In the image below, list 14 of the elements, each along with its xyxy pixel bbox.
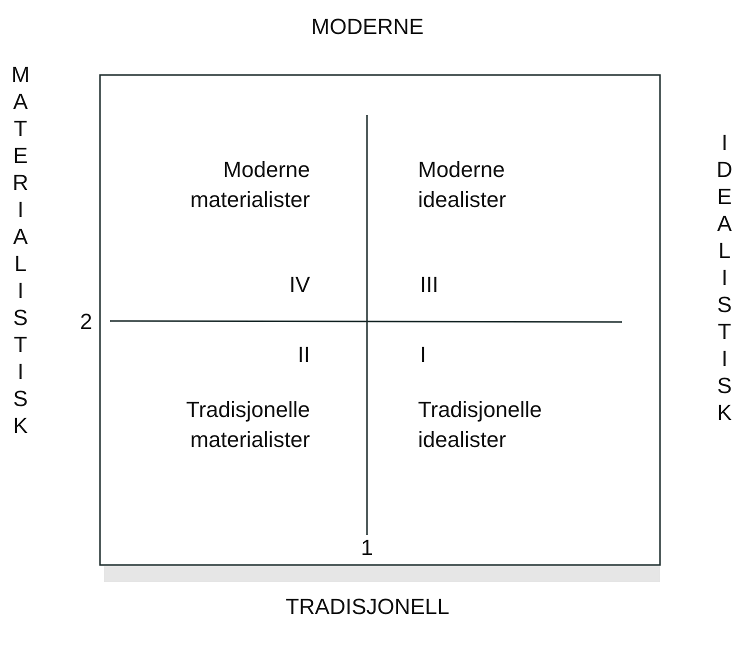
quadrant-numeral: III: [420, 271, 440, 299]
axis-title: IDEALISTISK: [712, 130, 736, 427]
axis-title: TRADISJONELL: [284, 593, 450, 621]
quadrant-numeral: IV: [288, 271, 310, 299]
quadrant-label: Tradisjonelle materialister: [185, 396, 310, 454]
quadrant-numeral: II: [296, 341, 310, 369]
quadrant-label: Moderne materialister: [189, 156, 310, 214]
axis-title: MATERIALISTISK: [8, 62, 32, 440]
axis-number: 2: [80, 308, 94, 336]
axis-title: MODERNE: [310, 13, 425, 41]
quadrant-numeral: I: [420, 341, 428, 369]
quadrant-label: Tradisjonelle idealister: [418, 396, 543, 454]
axis-number: 1: [360, 534, 374, 562]
quadrant-label: Moderne idealister: [418, 156, 508, 214]
